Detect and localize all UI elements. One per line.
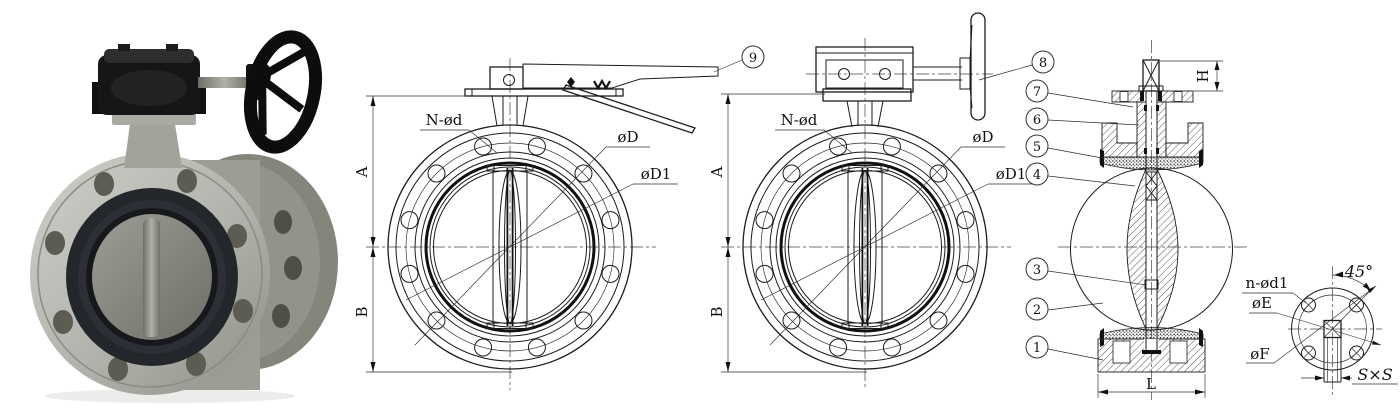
mounting-plate (112, 112, 196, 125)
rear-bolt-hole (274, 210, 292, 234)
stem (143, 218, 160, 337)
detail-bolt-holes (1301, 297, 1364, 361)
top-plate (822, 88, 912, 102)
dim-45deg: 45° (1332, 262, 1375, 330)
flange-dia-label: øF (1250, 345, 1269, 363)
bottom-seal (1142, 350, 1161, 354)
body-flange-top-right (1165, 122, 1204, 158)
handwheel-side (970, 12, 986, 121)
section-view: H (1025, 40, 1248, 400)
dim-L-label: L (1146, 375, 1156, 393)
disc-hub-left (1126, 168, 1147, 330)
dim-B-label: B (353, 306, 371, 317)
balloon-4 (1025, 162, 1049, 186)
lever-trigger (562, 84, 696, 134)
bolt-circle-label: øE (1252, 294, 1272, 312)
balloon-7 (1025, 79, 1049, 103)
handwheel (244, 30, 322, 154)
photo-shadow (45, 389, 295, 403)
part-balloons: 7 6 5 4 3 2 1 (1025, 79, 1147, 361)
input-shaft (198, 77, 250, 88)
balloon-5-number: 5 (1033, 140, 1041, 155)
lever-spring (593, 78, 611, 91)
inner-dia-label: øD1 (641, 165, 672, 183)
front-view-gear: 8 A B N-ød øD øD1 (708, 12, 1055, 390)
product-photo (30, 30, 338, 403)
seat-bottom (1099, 327, 1204, 340)
inner-dia-label: øD1 (996, 165, 1027, 183)
dim-A-label: A (708, 166, 726, 178)
dim-H-label: H (1194, 69, 1212, 82)
top-plate (464, 88, 624, 97)
bolt-holes-label: N-ød (781, 111, 818, 129)
balloon-2-number: 2 (1033, 303, 1041, 318)
angle-label: 45° (1344, 262, 1373, 281)
balloon-2 (1025, 297, 1049, 321)
gear-operator (806, 12, 993, 121)
balloon-8-number: 8 (1039, 56, 1047, 71)
stem-flange-detail: 45° n-ød1 øE øF S×S (1242, 262, 1398, 396)
balloon-3-number: 3 (1033, 263, 1041, 278)
stem-square-label: S×S (1357, 365, 1392, 384)
disc-hub-right (1156, 168, 1179, 330)
taper-pin (1145, 171, 1158, 201)
bottom-pin (1144, 279, 1159, 290)
balloon-6 (1025, 107, 1049, 131)
dim-H: H (1160, 60, 1223, 92)
bolt-circle (1298, 294, 1367, 364)
balloon-5 (1025, 134, 1049, 158)
neck (124, 124, 182, 168)
balloon-8 (1031, 50, 1055, 74)
outer-dia-label: øD (617, 128, 638, 146)
dim-A-B: A B (708, 93, 867, 373)
body-flange-top-left (1101, 122, 1138, 158)
outer-dia-label: øD (972, 128, 993, 146)
dim-A-B: A B (353, 95, 512, 373)
balloon-4-number: 4 (1033, 168, 1041, 183)
balloon-3 (1025, 257, 1049, 281)
flange-outer-circle (1291, 287, 1374, 371)
balloon-6-number: 6 (1033, 113, 1041, 128)
balloon-7-number: 7 (1033, 85, 1041, 100)
detail-bolt-holes-label: n-ød1 (1246, 274, 1289, 292)
lever-handle (489, 63, 719, 134)
balloon-1 (1025, 335, 1049, 359)
balloon-9 (741, 45, 765, 69)
dim-L: L (1097, 374, 1206, 398)
balloon-1-number: 1 (1033, 341, 1041, 356)
front-bolt-holes (45, 169, 253, 381)
balloon-9-number: 9 (749, 51, 757, 66)
dim-A-label: A (353, 166, 371, 178)
dim-SxS: S×S (1301, 365, 1398, 385)
stem-square (1323, 319, 1342, 339)
bolt-holes-label: N-ød (426, 111, 463, 129)
front-view-lever: 9 A B N-ød øD øD1 (353, 45, 765, 390)
dim-B-label: B (708, 306, 726, 317)
